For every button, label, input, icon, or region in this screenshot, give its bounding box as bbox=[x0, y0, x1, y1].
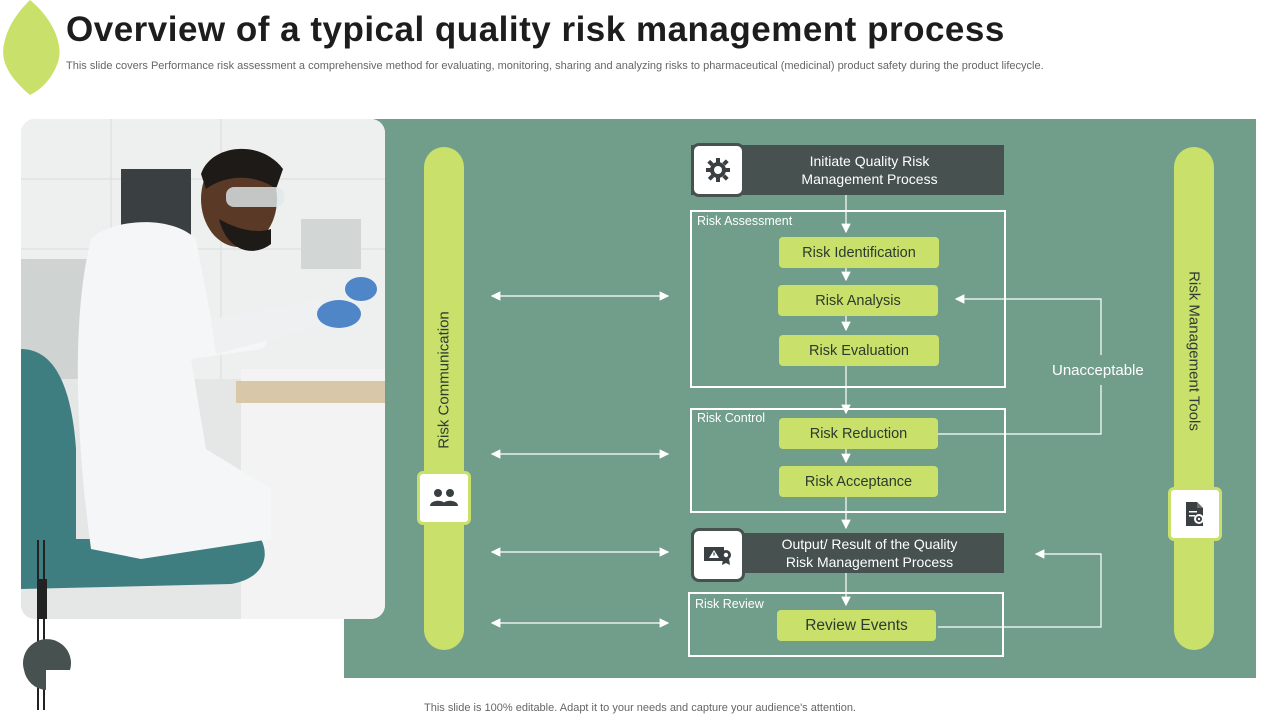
step-risk-reduction: Risk Reduction bbox=[779, 418, 938, 449]
gear-icon bbox=[691, 143, 745, 197]
risk-assessment-frame bbox=[690, 210, 1006, 388]
risk-assessment-label: Risk Assessment bbox=[697, 214, 793, 228]
document-gear-icon bbox=[1168, 487, 1222, 541]
step-review-events: Review Events bbox=[777, 610, 936, 641]
initiate-line2: Management Process bbox=[801, 171, 938, 187]
certificate-warning-icon bbox=[691, 528, 745, 582]
step-risk-evaluation: Risk Evaluation bbox=[779, 335, 939, 366]
step-risk-identification: Risk Identification bbox=[779, 237, 939, 268]
lab-scientist-photo bbox=[21, 119, 385, 619]
footer-note: This slide is 100% editable. Adapt it to… bbox=[424, 702, 856, 714]
risk-control-label: Risk Control bbox=[697, 411, 766, 425]
pin-decoration bbox=[23, 540, 71, 710]
unacceptable-label: Unacceptable bbox=[1052, 362, 1144, 379]
leaf-decoration bbox=[3, 0, 60, 95]
risk-management-tools-pillar bbox=[1174, 147, 1214, 650]
page-subtitle: This slide covers Performance risk asses… bbox=[66, 60, 1044, 72]
output-line1: Output/ Result of the Quality bbox=[781, 536, 958, 552]
risk-review-label: Risk Review bbox=[695, 597, 764, 611]
risk-communication-pillar bbox=[424, 147, 464, 650]
initiate-line1: Initiate Quality Risk bbox=[809, 153, 930, 169]
page-title: Overview of a typical quality risk manag… bbox=[66, 10, 1005, 49]
output-line2: Risk Management Process bbox=[785, 554, 954, 570]
risk-review-frame bbox=[688, 592, 1004, 657]
diagram-panel bbox=[344, 119, 1256, 678]
step-risk-acceptance: Risk Acceptance bbox=[779, 466, 938, 497]
step-risk-analysis: Risk Analysis bbox=[778, 285, 938, 316]
risk-control-frame bbox=[690, 408, 1006, 513]
team-icon bbox=[417, 471, 471, 525]
